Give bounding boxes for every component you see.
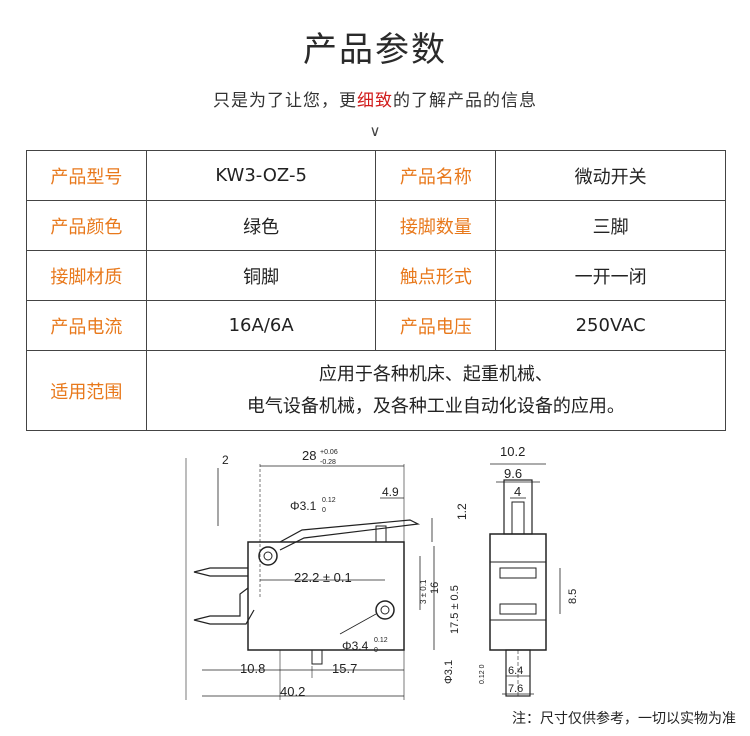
dim-28-tol-up: +0.06	[320, 449, 338, 456]
dim-hole-34-tol-up: 0.12	[374, 637, 388, 644]
spec-key: 接脚数量	[375, 200, 497, 251]
side-view-body	[489, 533, 547, 651]
spec-value: KW3-OZ-5	[145, 150, 377, 201]
subtitle-highlight: 细致	[357, 91, 393, 111]
dim-222: 22.2 ± 0.1	[294, 570, 352, 585]
dim-2: 2	[222, 453, 229, 467]
subtitle-text-post: 的了解产品的信息	[393, 91, 537, 111]
dim-102: 10.2	[500, 444, 525, 459]
switch-body	[247, 541, 405, 651]
spec-value: 微动开关	[495, 150, 726, 201]
application-line-1: 应用于各种机床、起重机械、	[318, 363, 553, 385]
dim-175: 17.5 ± 0.5	[449, 585, 461, 634]
dim-4: 4	[514, 484, 521, 499]
terminal-bottom	[311, 649, 323, 665]
dim-hole-34-tol-dn: 0	[374, 647, 378, 654]
dim-hole-31b: Φ3.1	[443, 660, 455, 684]
dim-76: 7.6	[508, 683, 523, 695]
dim-85: 8.5	[567, 589, 579, 604]
spec-key: 接脚材质	[26, 250, 147, 301]
spec-value: 绿色	[145, 200, 377, 251]
subtitle-text-pre: 只是为了让您，更	[213, 91, 357, 111]
terminal-left	[193, 567, 248, 577]
table-row: 适用范围 应用于各种机床、起重机械、 电气设备机械，及各种工业自动化设备的应用。	[26, 350, 727, 431]
dim-16: 16	[429, 582, 441, 594]
side-view-slot-upper	[499, 567, 537, 579]
dim-hole-34: Φ3.4	[342, 639, 369, 653]
dim-49: 4.9	[382, 485, 399, 499]
page-subtitle: 只是为了让您，更细致的了解产品的信息	[0, 86, 750, 111]
spec-value: 铜脚	[145, 250, 377, 301]
dim-157: 15.7	[332, 661, 357, 676]
mount-hole-top	[258, 546, 278, 566]
spec-key: 产品颜色	[26, 200, 147, 251]
page-title: 产品参数	[303, 30, 447, 70]
footer-note: 注：尺寸仅供参考，一切以实物为准	[512, 711, 736, 727]
chevron-down-icon: ∨	[369, 122, 381, 140]
spec-key: 产品型号	[26, 150, 147, 201]
application-line-2: 电气设备机械，及各种工业自动化设备的应用。	[246, 395, 625, 417]
side-view-plunger	[511, 501, 525, 535]
spec-value: 三脚	[495, 200, 726, 251]
spec-table: 产品型号 KW3-OZ-5 产品名称 微动开关 产品颜色 绿色 接脚数量 三脚 …	[26, 150, 727, 431]
spec-key: 产品电流	[26, 300, 147, 351]
spec-value: 250VAC	[495, 300, 726, 351]
dim-28-tol-dn: -0.28	[320, 459, 336, 466]
mount-hole-bottom	[375, 600, 395, 620]
dim-hole-31-tol-dn: 0	[322, 507, 326, 514]
spec-key: 触点形式	[375, 250, 497, 301]
lever-arm	[279, 519, 421, 551]
dim-12: 1.2	[455, 503, 469, 520]
dim-402: 40.2	[280, 684, 305, 699]
spec-value: 一开一闭	[495, 250, 726, 301]
spec-value: 16A/6A	[145, 300, 377, 351]
table-row: 产品电流 16A/6A 产品电压 250VAC	[26, 300, 726, 351]
dim-28: 28	[302, 448, 316, 463]
table-row: 接脚材质 铜脚 触点形式 一开一闭	[26, 250, 726, 301]
spec-value-application: 应用于各种机床、起重机械、 电气设备机械，及各种工业自动化设备的应用。	[145, 350, 727, 431]
terminal-bent	[193, 587, 255, 625]
dimension-drawing: 2 28 +0.06 -0.28 Φ3.1 0.12 0 4.9 1.2 22.…	[185, 444, 579, 700]
dim-108: 10.8	[240, 661, 265, 676]
dim-64: 6.4	[508, 665, 523, 677]
dim-hole-31-tol-up: 0.12	[322, 497, 336, 504]
spec-key: 产品名称	[375, 150, 497, 201]
table-row: 产品型号 KW3-OZ-5 产品名称 微动开关	[26, 150, 726, 201]
spec-key: 适用范围	[26, 350, 147, 431]
plunger	[375, 525, 387, 543]
dim-hole-31: Φ3.1	[290, 499, 317, 513]
dim-16-tol: 3 ± 0.1	[419, 579, 428, 604]
spec-key: 产品电压	[375, 300, 497, 351]
dim-hole-31b-tol: 0.12 0	[479, 664, 486, 684]
side-view-slot-lower	[499, 603, 537, 615]
dim-96: 9.6	[504, 466, 522, 481]
table-row: 产品颜色 绿色 接脚数量 三脚	[26, 200, 726, 251]
